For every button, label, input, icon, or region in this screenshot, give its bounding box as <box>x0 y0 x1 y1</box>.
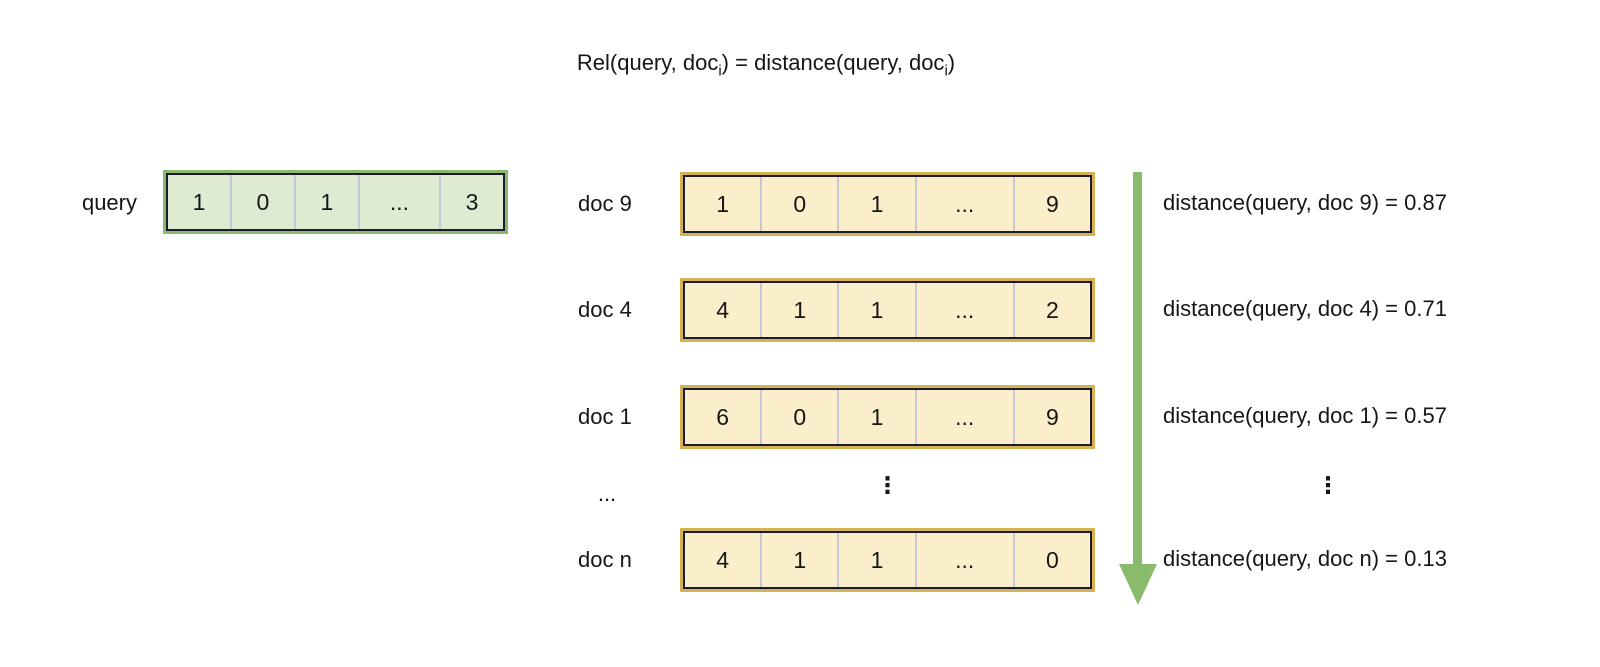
vector-cell: 2 <box>1046 296 1059 323</box>
vector-cell: 0 <box>762 390 840 444</box>
vector-cell: 1 <box>839 177 917 231</box>
distances-ellipsis: ⋮ <box>1316 472 1340 498</box>
doc-vector-cells: 4 1 1 ... 0 <box>683 531 1092 589</box>
vector-cell: 3 <box>465 188 479 215</box>
title-part: Rel(query, doc <box>576 50 719 75</box>
vector-cell: 6 <box>685 390 763 444</box>
vector-cell: 1 <box>839 533 917 587</box>
doc-vector: 6 0 1 ... 9 <box>680 385 1095 449</box>
doc-vector-cells: 1 0 1 ... 9 <box>683 175 1092 233</box>
vector-cell: 1 <box>168 175 232 229</box>
arrow-down-icon <box>1133 172 1142 566</box>
doc-vector-cells: 6 0 1 ... 9 <box>683 388 1092 446</box>
query-vector: 1 0 1 ... 3 <box>163 170 508 234</box>
distance-value: distance(query, doc 9) = 0.87 <box>1163 190 1447 215</box>
doc-vector: 4 1 1 ... 2 <box>680 278 1095 342</box>
query-vector-cells: 1 0 1 ... 3 <box>166 173 505 231</box>
vector-cell: 1 <box>839 390 917 444</box>
vector-cell: 0 <box>232 175 296 229</box>
distance-value: distance(query, doc n) = 0.13 <box>1163 546 1447 571</box>
arrow-down-icon-head <box>1119 564 1157 605</box>
query-label: query <box>81 190 137 215</box>
title-part: ) <box>947 50 956 75</box>
vector-cell-ellipsis: ... <box>917 390 1015 444</box>
distance-value: distance(query, doc 4) = 0.71 <box>1163 296 1447 321</box>
vectors-ellipsis: ⋮ <box>876 472 899 498</box>
doc-label: doc 1 <box>578 404 632 429</box>
doc-label: doc 9 <box>578 191 632 216</box>
doc-vector: 1 0 1 ... 9 <box>680 172 1095 236</box>
vector-cell: 0 <box>1046 546 1059 573</box>
vector-cell: 1 <box>762 533 840 587</box>
vector-cell: 0 <box>762 177 840 231</box>
distance-value: distance(query, doc 1) = 0.57 <box>1163 403 1447 428</box>
doc-label: doc 4 <box>578 297 632 322</box>
vector-cell: 1 <box>762 283 840 337</box>
vector-cell-ellipsis: ... <box>360 175 442 229</box>
vector-cell: 1 <box>839 283 917 337</box>
vector-cell-ellipsis: ... <box>917 177 1015 231</box>
vector-cell: 4 <box>685 283 763 337</box>
vector-cell-ellipsis: ... <box>917 533 1015 587</box>
title-formula: Rel(query, doci) = distance(query, doci) <box>0 50 1532 80</box>
vector-cell: 9 <box>1046 190 1059 217</box>
labels-ellipsis: ... <box>597 481 617 506</box>
title-subscript: i <box>718 62 722 80</box>
doc-vector-cells: 4 1 1 ... 2 <box>683 281 1092 339</box>
vector-cell: 1 <box>685 177 763 231</box>
vector-cell: 4 <box>685 533 763 587</box>
title-subscript: i <box>944 62 948 80</box>
doc-label: doc n <box>578 547 632 572</box>
vector-cell: 9 <box>1046 403 1059 430</box>
vector-cell-ellipsis: ... <box>917 283 1015 337</box>
title-part: ) = distance(query, doc <box>721 50 945 75</box>
vector-cell: 1 <box>296 175 360 229</box>
doc-vector: 4 1 1 ... 0 <box>680 528 1095 592</box>
